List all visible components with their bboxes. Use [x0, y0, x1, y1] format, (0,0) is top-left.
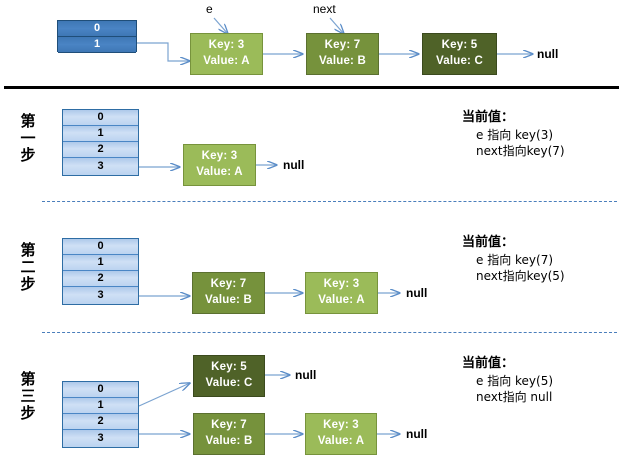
bucket-cell[interactable]: 3 — [63, 287, 138, 304]
node-value: Value: A — [203, 55, 250, 67]
null-terminator: null — [295, 368, 317, 382]
list-node-key3[interactable]: Key: 3 Value: A — [190, 33, 263, 75]
bucket-cell[interactable]: 2 — [63, 142, 138, 158]
annotation-line: next指向 null — [476, 390, 553, 405]
annotation-line: e 指向 key(7) — [476, 253, 554, 267]
step-char: 第 — [20, 112, 36, 130]
null-terminator: null — [406, 286, 428, 300]
annotation-line: next指向key(5) — [476, 269, 565, 284]
annotation-step2: 当前值： e 指向 key(7) next指向key(5) — [462, 231, 565, 284]
node-value: Value: B — [205, 435, 253, 447]
annotation-title: 当前值： — [462, 235, 515, 250]
annotation-step3: 当前值： e 指向 key(5) next指向 null — [462, 352, 553, 405]
list-node-key5[interactable]: Key: 5 Value: C — [422, 33, 497, 75]
step-label-3: 第 三 步 — [18, 371, 38, 421]
node-key: Key: 7 — [211, 419, 247, 432]
annotation-title: 当前值： — [462, 356, 515, 371]
step-char: 二 — [20, 257, 36, 276]
list-node-key7[interactable]: Key: 7 Value: B — [192, 272, 265, 314]
annotation-line: next指向key(7) — [476, 144, 565, 159]
node-key: Key: 3 — [208, 39, 245, 52]
null-terminator: null — [283, 158, 305, 172]
bucket-cell[interactable]: 1 — [63, 126, 138, 142]
bucket-cell[interactable]: 3 — [63, 158, 138, 175]
node-value: Value: A — [318, 294, 365, 306]
bucket-cell[interactable]: 2 — [63, 271, 138, 287]
node-value: Value: B — [205, 294, 252, 306]
node-key: Key: 3 — [323, 419, 359, 432]
bucket-table-original: 0 1 — [57, 20, 137, 53]
list-node-key3[interactable]: Key: 3 Value: A — [305, 413, 377, 455]
node-key: Key: 7 — [324, 39, 361, 52]
bucket-cell[interactable]: 1 — [58, 37, 136, 53]
annotation-line: e 指向 key(5) — [476, 374, 554, 388]
section-separator-dashed — [42, 332, 617, 333]
step-char: 三 — [20, 386, 36, 405]
bucket-cell[interactable]: 0 — [63, 110, 138, 126]
list-node-key3[interactable]: Key: 3 Value: A — [305, 272, 378, 314]
section-separator-dashed — [42, 201, 617, 202]
list-node-key5[interactable]: Key: 5 Value: C — [193, 355, 265, 397]
step-char: 一 — [20, 128, 36, 147]
node-key: Key: 5 — [441, 39, 478, 52]
node-key: Key: 5 — [211, 361, 247, 374]
null-terminator: null — [537, 47, 559, 61]
bucket-cell[interactable]: 1 — [63, 255, 138, 271]
step-char: 第 — [20, 370, 36, 388]
node-value: Value: B — [319, 55, 366, 67]
node-key: Key: 3 — [201, 150, 238, 163]
node-value: Value: A — [196, 166, 243, 178]
node-value: Value: A — [317, 435, 365, 447]
node-key: Key: 7 — [210, 278, 247, 291]
node-value: Value: C — [205, 377, 253, 389]
annotation-line: e 指向 key(3) — [476, 128, 554, 142]
step-char: 第 — [20, 241, 36, 259]
list-node-key7[interactable]: Key: 7 Value: B — [193, 413, 265, 455]
e-pointer-label: e — [206, 2, 213, 16]
bucket-cell[interactable]: 0 — [58, 21, 136, 37]
node-key: Key: 3 — [323, 278, 360, 291]
bucket-cell[interactable]: 3 — [63, 430, 138, 447]
next-pointer-label: next — [313, 2, 336, 16]
bucket-cell[interactable]: 0 — [63, 382, 138, 398]
annotation-title: 当前值： — [462, 110, 515, 125]
bucket-cell[interactable]: 0 — [63, 239, 138, 255]
step-label-1: 第 一 步 — [18, 113, 38, 163]
bucket-table-step3: 0 1 2 3 — [62, 381, 139, 448]
step-char: 步 — [20, 145, 36, 164]
step-label-2: 第 二 步 — [18, 242, 38, 292]
bucket-table-step1: 0 1 2 3 — [62, 109, 139, 176]
null-terminator: null — [406, 427, 428, 441]
bucket-cell[interactable]: 1 — [63, 398, 138, 414]
list-node-key7[interactable]: Key: 7 Value: B — [306, 33, 379, 75]
section-separator-solid — [4, 86, 619, 89]
list-node-key3[interactable]: Key: 3 Value: A — [183, 144, 256, 186]
annotation-step1: 当前值： e 指向 key(3) next指向key(7) — [462, 106, 565, 159]
step-char: 步 — [20, 274, 36, 293]
step-char: 步 — [20, 403, 36, 422]
node-value: Value: C — [436, 55, 483, 67]
bucket-table-step2: 0 1 2 3 — [62, 238, 139, 305]
bucket-cell[interactable]: 2 — [63, 414, 138, 430]
